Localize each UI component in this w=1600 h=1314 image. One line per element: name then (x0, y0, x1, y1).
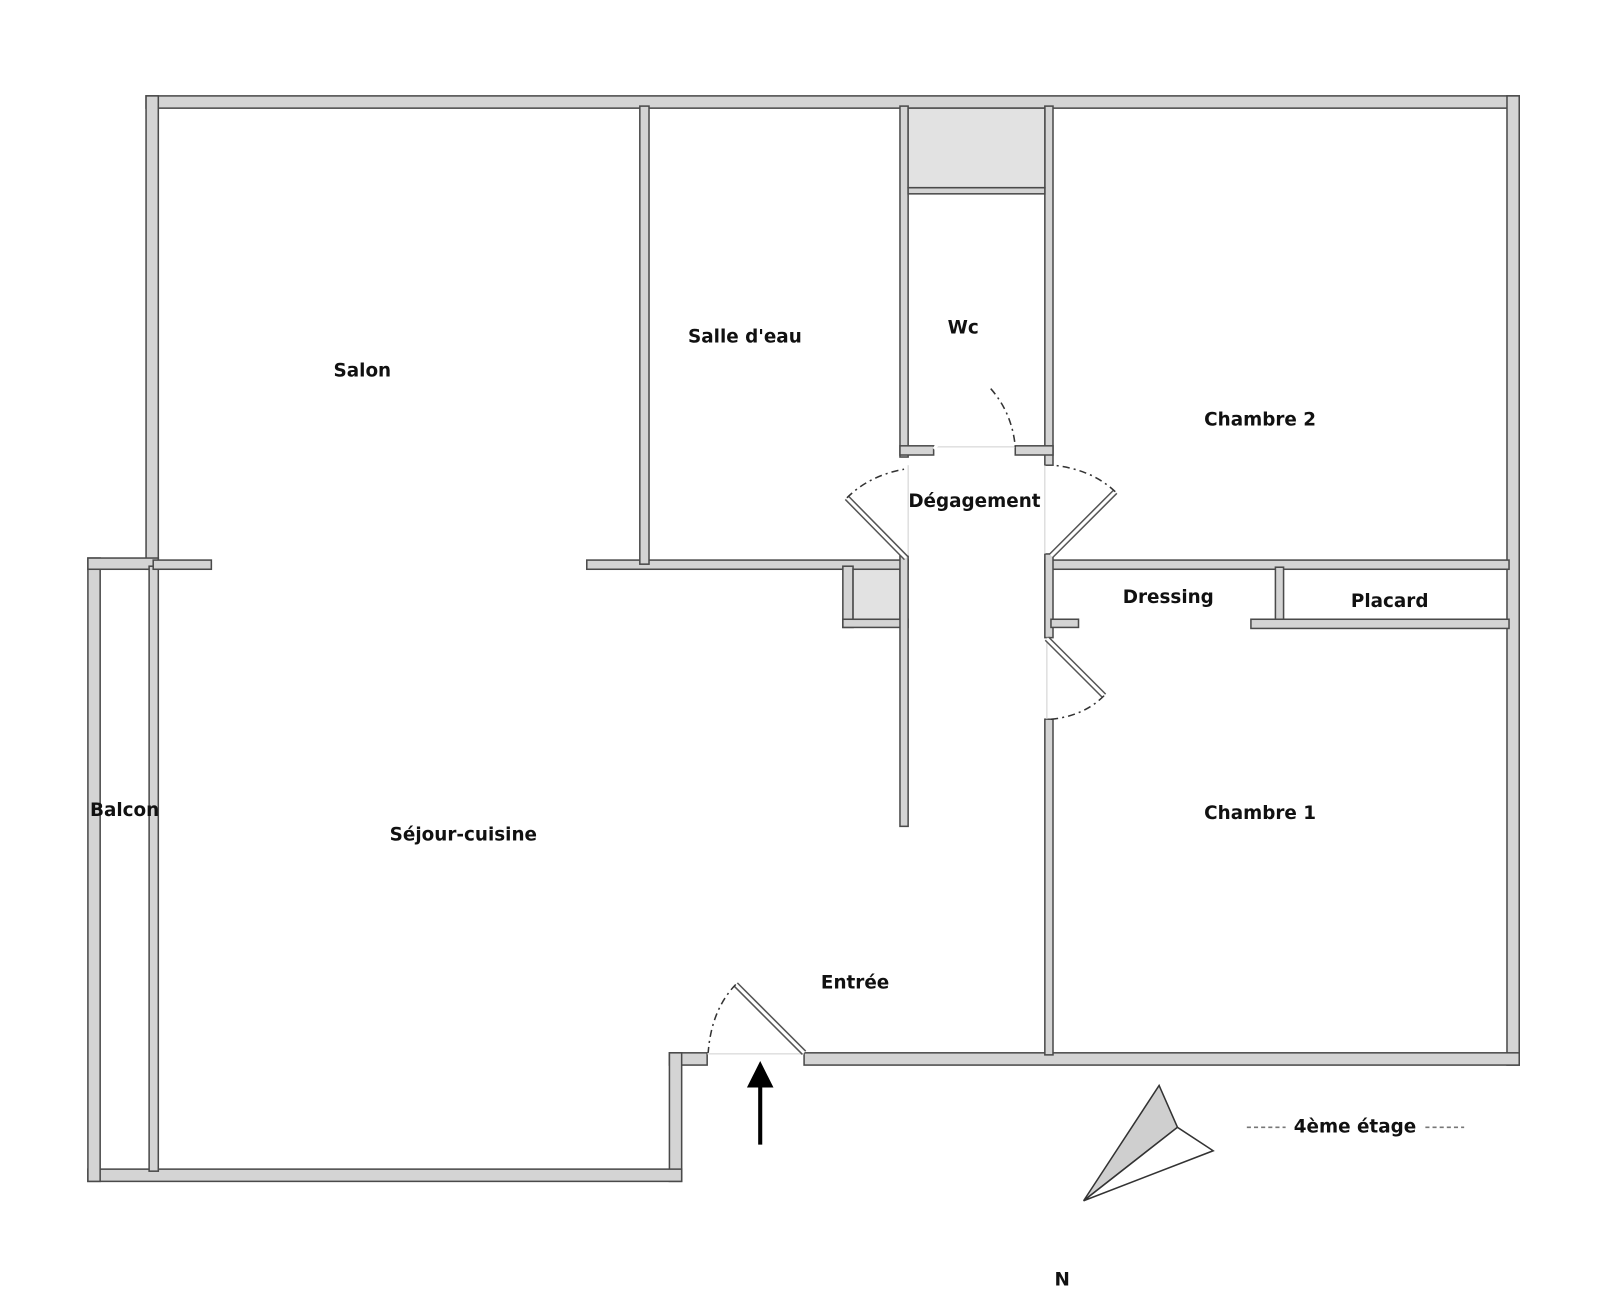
wc-door[interactable] (932, 387, 1017, 450)
label-dressing: Dressing (1123, 587, 1214, 608)
compass-icon (1082, 1083, 1215, 1202)
label-degagement: Dégagement (908, 491, 1040, 512)
label-chambre-2: Chambre 2 (1204, 409, 1316, 430)
label-balcon: Balcon (90, 800, 159, 821)
label-sejour-cuisine: Séjour-cuisine (390, 825, 537, 846)
salle-eau-door[interactable] (844, 468, 909, 561)
label-entree: Entrée (821, 972, 889, 993)
room-labels: Salon Salle d'eau Wc Chambre 2 Dégagemen… (90, 318, 1428, 994)
label-salon: Salon (334, 360, 392, 381)
entry-arrow-icon (746, 1060, 774, 1145)
north-label: N (1055, 1269, 1070, 1290)
label-chambre-1: Chambre 1 (1204, 803, 1316, 824)
walls (87, 95, 1520, 1183)
label-placard: Placard (1351, 591, 1429, 612)
chambre2-door[interactable] (1048, 464, 1118, 559)
label-salle-eau: Salle d'eau (688, 327, 802, 348)
floor-label: 4ème étage (1294, 1116, 1416, 1137)
floor-indicator: 4ème étage (1246, 1116, 1465, 1137)
chambre1-door[interactable] (1044, 636, 1107, 720)
door-thresholds (707, 446, 1048, 1055)
label-wc: Wc (948, 318, 979, 339)
entry-door[interactable] (707, 982, 807, 1055)
